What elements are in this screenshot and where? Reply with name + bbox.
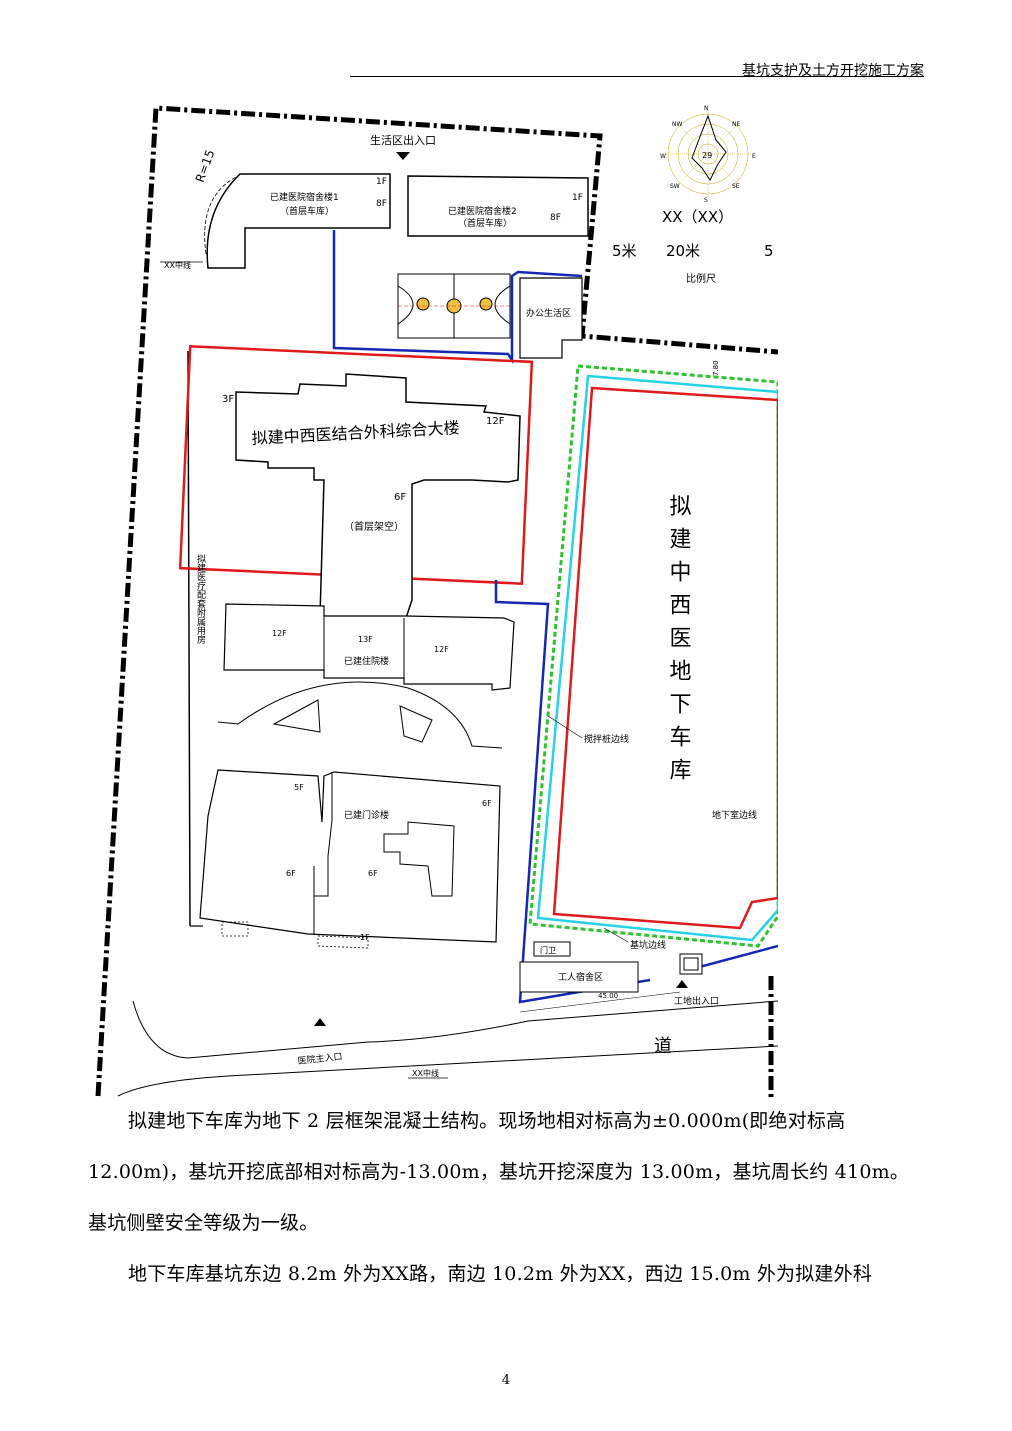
dorm-building-2 [407,175,589,237]
label-dimension-right: 7.80 [712,360,720,376]
label-dorm2-line1: 已建医院宿舍楼2 [448,205,517,217]
floor-inpatient-12f-left: 12F [272,629,287,638]
label-pit-edge-line: 基坑边线 [630,939,666,951]
running-header: 基坑支护及土方开挖施工方案 [742,63,924,79]
pit-edge-line [536,374,778,942]
label-xx-centerline-bottom: XX中线 [412,1068,439,1078]
scale-bar-caption: 比例尺 [686,272,716,285]
label-mixing-pile-line: 搅拌桩边线 [584,733,629,745]
blue-line-pit-west [494,580,778,1004]
site-boundary [95,105,778,1098]
arrow-hospital-entrance [314,1018,326,1026]
label-xx-centerline-top: XX中线 [164,260,191,270]
wind-se: SE [732,183,740,190]
basement-line [552,386,778,930]
label-site-exit: 工地出入口 [674,995,719,1007]
site-plan-drawing: R=15 已建医院宿舍楼1 （首层车库） 1F 8F 已建医院宿舍楼2 （首层车… [95,105,778,1098]
site-exit-gate [679,953,703,975]
label-gatehouse: 门卫 [540,945,556,955]
label-garage-vertical: 拟建中西医地下车库 [666,494,692,791]
floor-dorm2-1f: 1F [572,193,583,203]
label-road: 道 [654,1036,672,1057]
wind-ne: NE [732,121,740,128]
label-office-area: 办公生活区 [526,307,571,319]
dorm1-radius-arc [204,175,239,255]
leader-pit-edge [603,927,629,943]
label-dorm1-line1: 已建医院宿舍楼1 [270,191,339,203]
wind-sw: SW [670,183,680,190]
outpatient-steps-mid [317,935,369,949]
floor-dorm2-8f: 8F [550,213,561,223]
label-worker-dorm: 工人宿舍区 [558,971,603,983]
body-paragraph-2: 地下车库基坑东边 8.2m 外为XX路，南边 10.2m 外为XX，西边 15.… [128,1263,873,1285]
basketball-court [397,273,511,339]
label-living-exit: 生活区出入口 [370,133,436,147]
inpatient-building [223,603,515,691]
label-dorm2-line2: （首层车库） [458,217,512,229]
wind-n: N [704,105,709,112]
outpatient-building [199,769,501,943]
wind-nw: NW [672,121,682,128]
mixing-pile-line [528,364,778,948]
gatehouse [533,941,571,957]
header-rule [350,76,924,77]
outpatient-core [383,821,455,897]
surgery-building [235,373,521,619]
label-dorm1-line2: （首层车库） [280,205,334,217]
floor-dorm1-1f: 1F [376,177,387,187]
label-basement-line: 地下室边线 [712,809,757,821]
floor-inpatient-13f: 13F [358,635,373,644]
dimension-line [519,991,681,1013]
outpatient-steps-left [221,921,249,937]
arrow-living-exit [396,152,410,160]
outpatient-inner [314,772,333,897]
wind-s: S [704,197,708,204]
wind-rose-caption: XX（XX） [662,208,733,226]
scale-bar-left: 5米 [612,242,637,260]
floor-outpatient-6f-right: 6F [482,799,492,808]
floor-inpatient-12f-right: 12F [434,645,449,654]
office-area-building [519,277,583,359]
floor-surgery-12f: 12F [486,416,505,427]
wind-e: E [752,153,756,160]
scale-bar-mid: 20米 [666,242,700,260]
page-number: 4 [501,1373,511,1388]
road-curve [132,1000,778,1059]
label-radius: R=15 [193,148,218,184]
arrow-site-exit [676,980,688,988]
entrance-canopy [217,681,503,749]
label-ground-open: （首层架空） [344,520,404,533]
label-inpatient-building: 已建住院楼 [344,655,389,667]
label-medical-annex: 拟建医疗配套附属用房 [195,553,206,645]
leader-mixing-pile [547,715,583,739]
worker-dorm [519,961,639,993]
label-dimension: 45.00 [598,992,618,1000]
floor-outpatient-6f-low-mid: 6F [368,869,378,878]
body-paragraph-1: 拟建地下车库为地下 2 层框架混凝土结构。现场地相对标高为±0.000m(即绝对… [88,1110,910,1234]
floor-surgery-3f: 3F [222,394,234,405]
floor-outpatient-5f: 5F [294,783,304,792]
dorm-building-1 [206,173,391,269]
floor-outpatient-6f-low-left: 6F [286,869,296,878]
wind-w: W [660,153,666,160]
canopy-right [399,705,433,743]
wind-rose [666,110,750,198]
inner-west-line [187,350,191,927]
label-hospital-entrance: 医院主入口 [297,1050,343,1067]
floor-dorm1-8f: 8F [376,199,387,209]
wind-center-value: 29 [702,151,712,160]
scale-bar-right: 5 [764,242,774,260]
floor-outpatient-1f: 1F [360,933,370,942]
road-line-bottom [117,1045,778,1097]
floor-surgery-6f: 6F [394,492,406,503]
canopy-left [272,699,321,733]
label-outpatient-building: 已建门诊楼 [344,809,389,821]
